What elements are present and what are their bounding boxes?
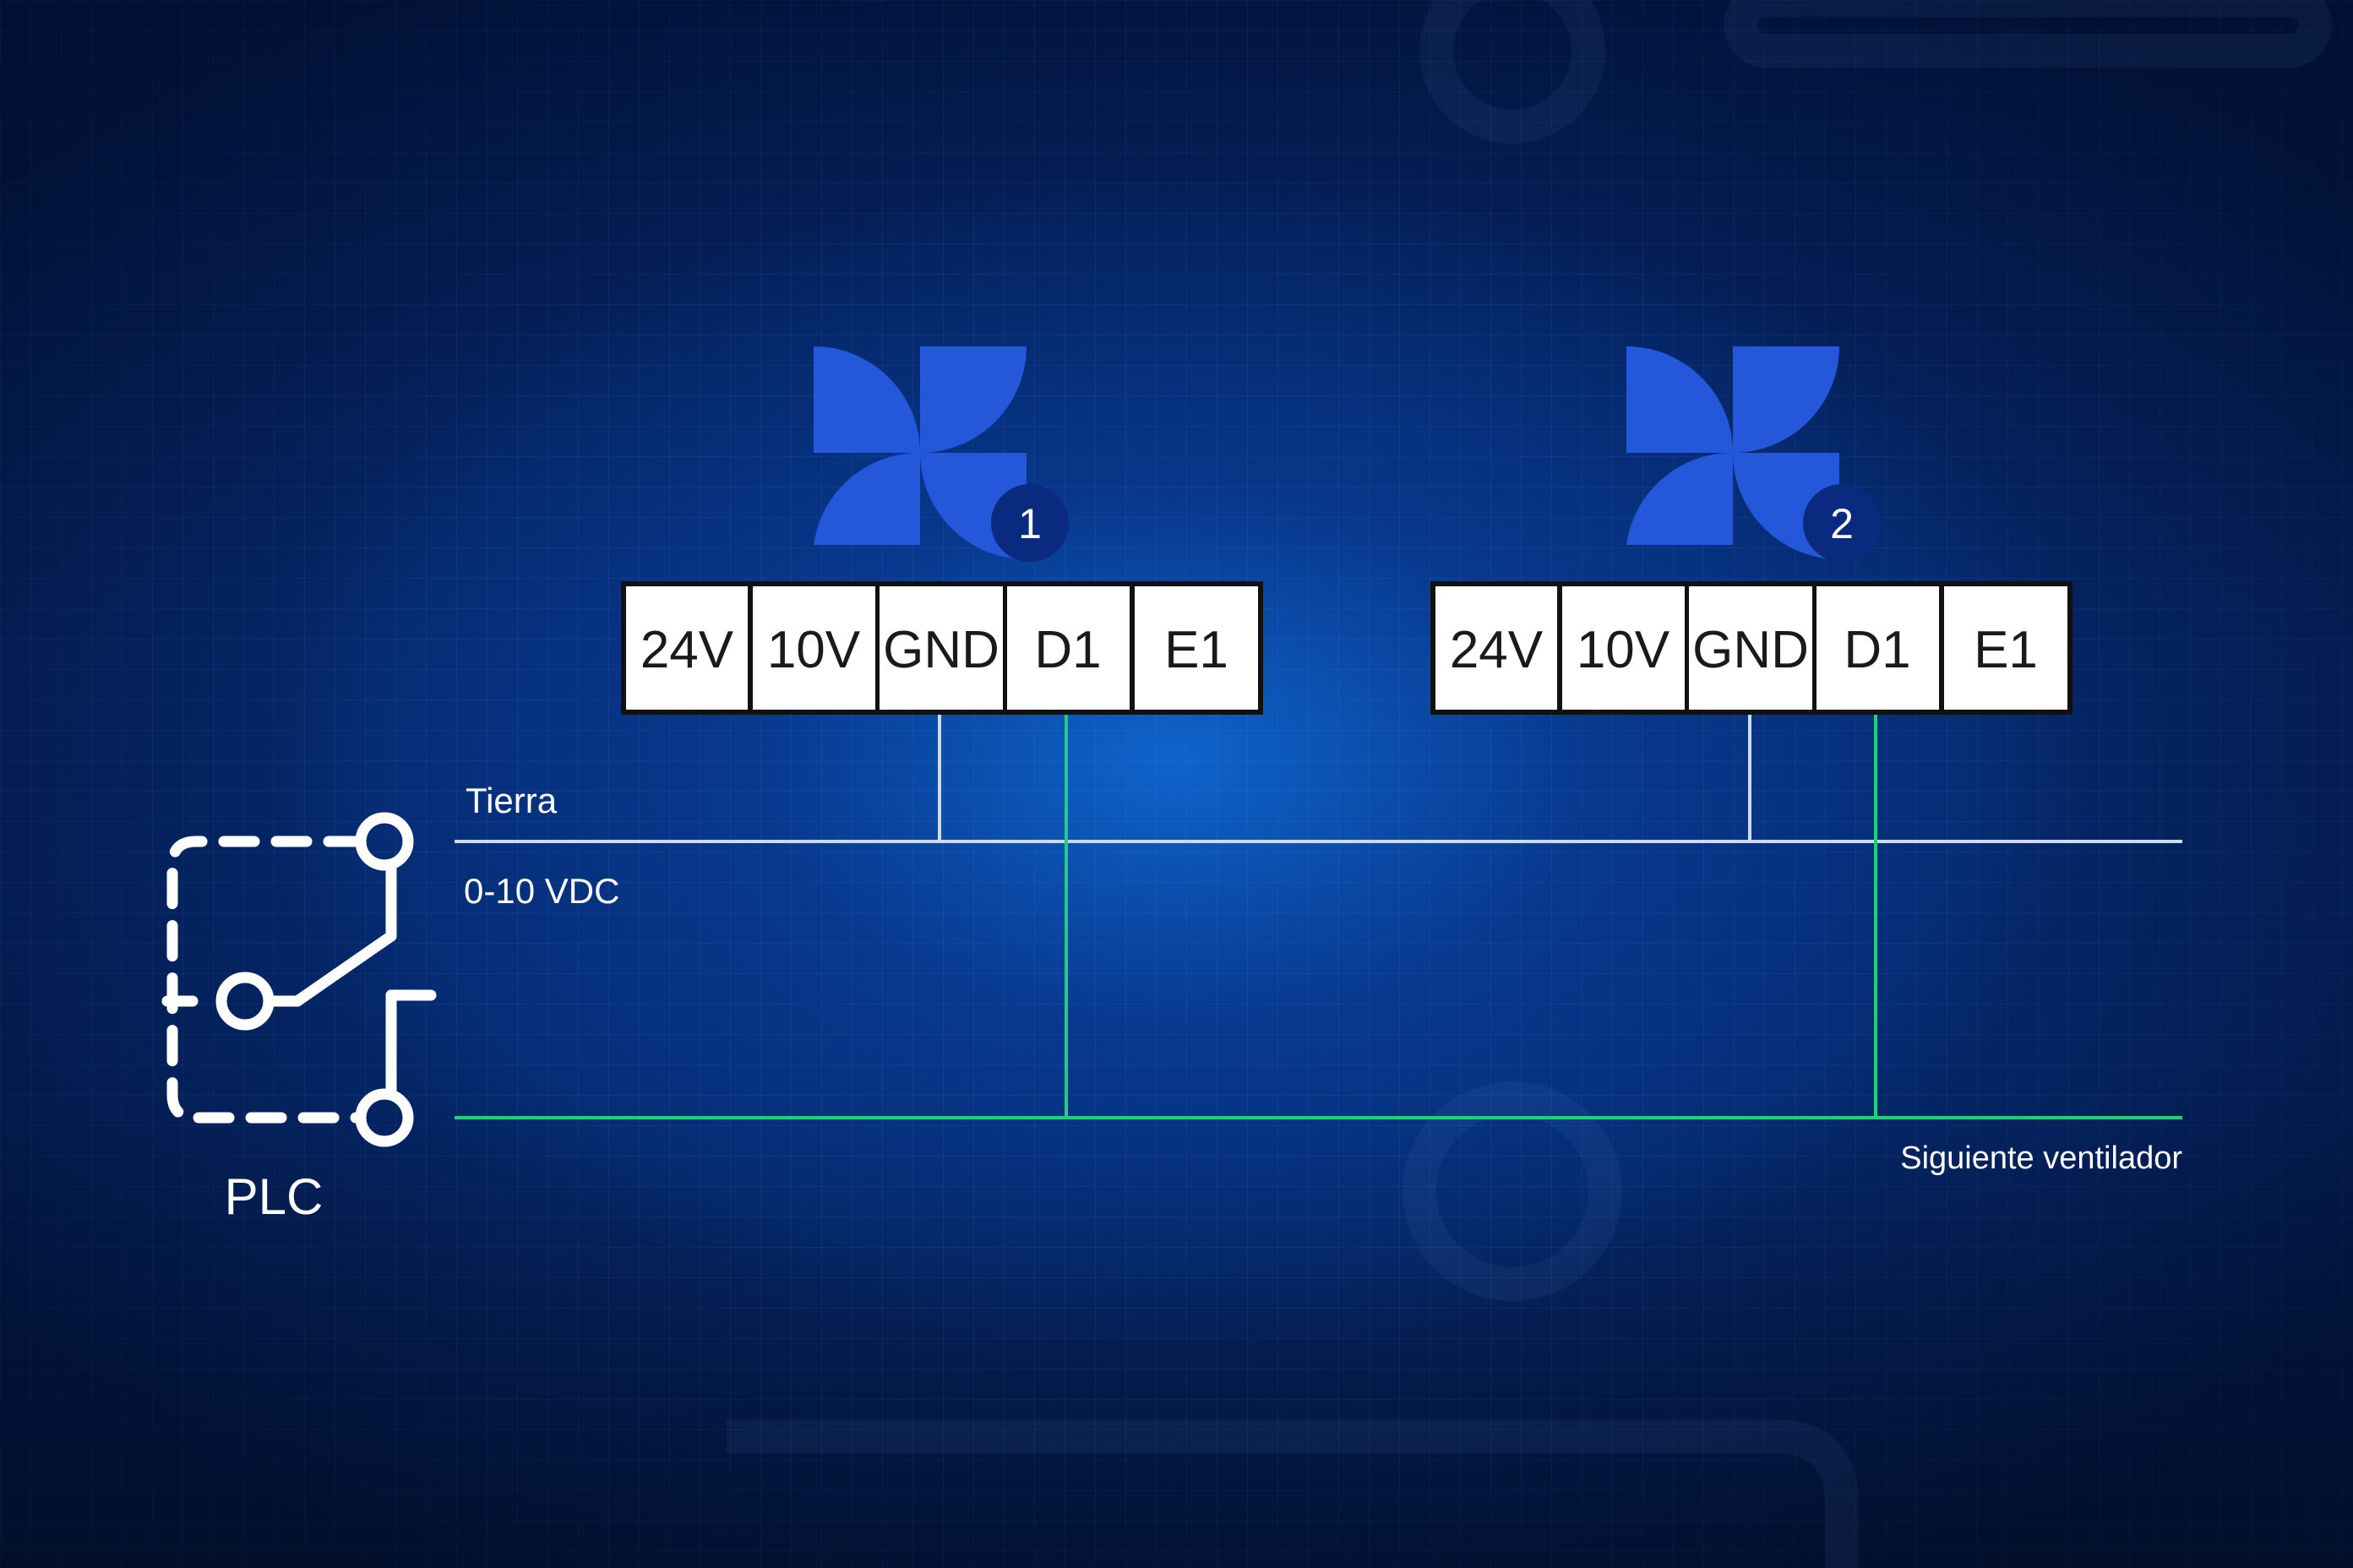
signal-label: 0-10 VDC <box>464 871 619 911</box>
terminal-cell: 24V <box>626 586 748 710</box>
terminal-label: D1 <box>1844 621 1910 679</box>
terminal-block: 24V 10V GND D1 E1 <box>621 581 1263 715</box>
terminal-cell: E1 <box>1135 586 1258 710</box>
terminal-label: E1 <box>1974 621 2038 679</box>
fan-icon <box>1626 346 1839 559</box>
terminal-cell: 10V <box>1562 586 1685 710</box>
next-fan-label: Siguiente ventilador <box>1900 1141 2182 1176</box>
wires <box>455 715 2182 1119</box>
terminal-label: 10V <box>1577 621 1670 679</box>
terminal-label: GND <box>883 621 999 679</box>
terminal-label: GND <box>1692 621 1809 679</box>
plc-dashed-enclosure <box>166 836 365 1124</box>
fan-number: 2 <box>1830 500 1854 547</box>
relay-switch-icon <box>161 812 437 1147</box>
fan-number-badge: 1 <box>991 484 1069 562</box>
terminal-label: 24V <box>1450 621 1544 679</box>
terminal-cell: D1 <box>1816 586 1939 710</box>
terminal-cell: GND <box>1689 586 1812 710</box>
ground-label: Tierra <box>466 781 558 820</box>
terminal-block: 24V 10V GND D1 E1 <box>1430 581 2072 715</box>
fan-number: 1 <box>1018 500 1042 547</box>
terminal-cell: 24V <box>1435 586 1557 710</box>
terminal-cell: 10V <box>753 586 875 710</box>
background-decor <box>727 0 2332 1568</box>
fan-unit-1: 1 24V 10V GND D1 E1 <box>621 346 1263 715</box>
fan-unit-2: 2 24V 10V GND D1 E1 <box>1430 346 2072 715</box>
plc-label: PLC <box>225 1168 324 1225</box>
fan-number-badge: 2 <box>1803 484 1881 562</box>
terminal-label: 10V <box>767 621 861 679</box>
terminal-label: 24V <box>640 621 734 679</box>
terminal-label: D1 <box>1034 621 1101 679</box>
terminal-cell: D1 <box>1007 586 1130 710</box>
terminal-cell: E1 <box>1944 586 2067 710</box>
terminal-label: E1 <box>1164 621 1228 679</box>
terminal-cell: GND <box>880 586 1003 710</box>
